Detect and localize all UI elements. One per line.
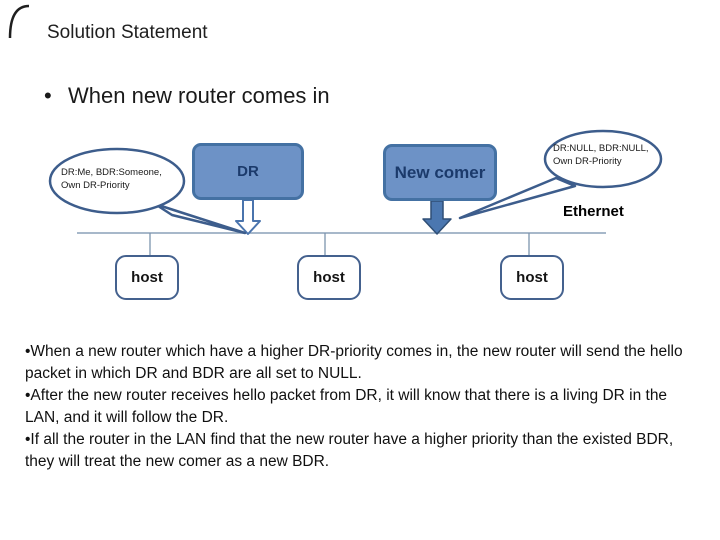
host-box-3: host xyxy=(500,255,564,300)
ethernet-label: Ethernet xyxy=(563,203,624,220)
host-label: host xyxy=(313,269,345,286)
new-comer-node-box: New comer xyxy=(383,144,497,201)
left-callout-text: DR:Me, BDR:Someone, Own DR-Priority xyxy=(61,166,162,193)
slide-corner-frame xyxy=(8,4,30,39)
host-box-2: host xyxy=(297,255,361,300)
main-bullet-line: • When new router comes in xyxy=(44,83,330,109)
dr-node-label: DR xyxy=(237,163,259,180)
body-text-block: •When a new router which have a higher D… xyxy=(25,341,693,473)
left-callout-line1: DR:Me, BDR:Someone, xyxy=(61,167,162,178)
host-label: host xyxy=(516,269,548,286)
host-label: host xyxy=(131,269,163,286)
left-callout-line2: Own DR-Priority xyxy=(61,180,130,192)
dr-down-arrow xyxy=(235,199,261,235)
right-callout-line1: DR:NULL, BDR:NULL, xyxy=(553,143,649,154)
right-callout-text: DR:NULL, BDR:NULL, Own DR-Priority xyxy=(553,142,649,169)
host-box-1: host xyxy=(115,255,179,300)
main-bullet-text: When new router comes in xyxy=(68,83,330,108)
newcomer-down-arrow xyxy=(422,200,452,235)
body-paragraph-1: •When a new router which have a higher D… xyxy=(25,343,683,382)
new-comer-node-label: New comer xyxy=(394,162,486,182)
slide-title: Solution Statement xyxy=(47,22,208,43)
left-callout-tail xyxy=(153,202,247,235)
body-paragraph-3: •If all the router in the LAN find that … xyxy=(25,431,674,470)
dr-node-box: DR xyxy=(192,143,304,200)
bullet-marker: • xyxy=(44,83,52,108)
body-paragraph-2: •After the new router receives hello pac… xyxy=(25,387,668,426)
right-callout-line2: Own DR-Priority xyxy=(553,156,622,168)
